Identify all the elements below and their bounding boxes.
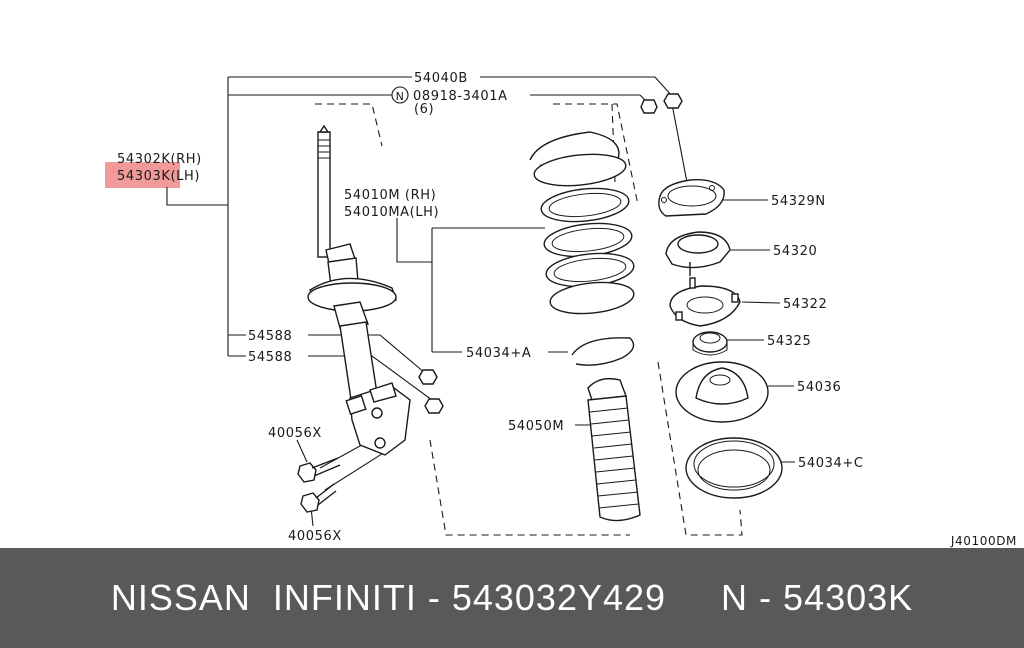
label-54034-c: 54034+C (798, 456, 864, 471)
diagram-code: J40100DM (950, 534, 1017, 548)
label-54302k: 54302K(RH) (117, 152, 202, 167)
highlight-marker (105, 162, 180, 188)
label-54588-upper: 54588 (248, 329, 292, 344)
leader-lines (166, 76, 795, 527)
fasteners (297, 93, 683, 513)
label-54010m: 54010M (RH) (344, 188, 436, 203)
label-54329n: 54329N (771, 194, 826, 209)
assembly-dash-lines (315, 103, 743, 536)
footer-part-numbers: NISSAN INFINITI - 543032Y429 N - 54303K (110, 577, 914, 618)
n-symbol: N (396, 90, 405, 103)
mount-stack (658, 179, 783, 499)
label-54050m: 54050M (508, 419, 564, 434)
footer-banner: NISSAN INFINITI - 543032Y429 N - 54303K (0, 548, 1024, 648)
dust-boot (587, 377, 641, 522)
label-54588-lower: 54588 (248, 350, 292, 365)
label-54036: 54036 (797, 380, 841, 395)
parts-diagram: N 54040B 08918-3401A (6) 54302K(RH) 5430… (105, 71, 1017, 548)
coil-spring (529, 131, 635, 366)
label-54303k: 54303K(LH) (117, 169, 200, 184)
label-08918-3401a: 08918-3401A (413, 89, 508, 104)
strut-assembly (307, 124, 411, 456)
label-40056x-upper: 40056X (268, 426, 322, 441)
label-54320: 54320 (773, 244, 817, 259)
n-symbol-circle (391, 86, 409, 104)
label-54325: 54325 (767, 334, 811, 349)
label-54040b: 54040B (414, 71, 468, 86)
label-54010ma: 54010MA(LH) (344, 205, 439, 220)
label-54034-a: 54034+A (466, 346, 531, 361)
label-08918-qty: (6) (414, 102, 434, 117)
label-40056x-lower: 40056X (288, 529, 342, 544)
label-54322: 54322 (783, 297, 827, 312)
